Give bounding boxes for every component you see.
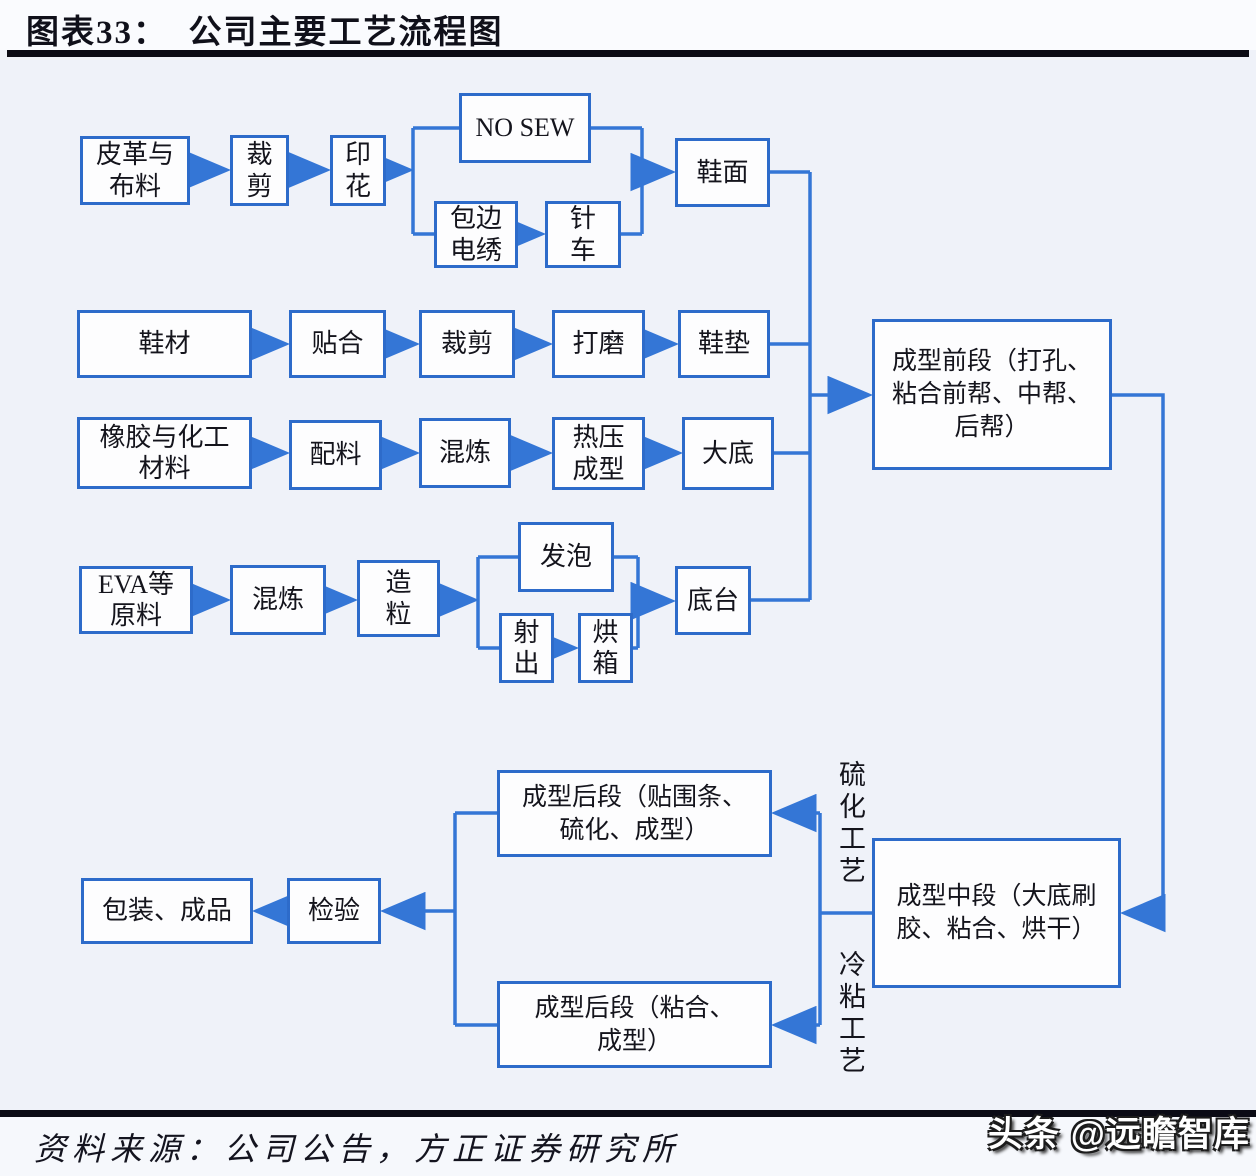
flow-node-print: 印花 xyxy=(330,135,386,206)
flow-node-nosew: NO SEW xyxy=(459,93,591,163)
flow-node-insole: 鞋垫 xyxy=(678,310,770,378)
flow-node-front-stage: 成型前段（打孔、粘合前帮、中帮、后帮） xyxy=(872,319,1112,470)
flow-node-ingredients: 配料 xyxy=(289,420,382,490)
flow-node-rear-stage-cold: 成型后段（粘合、成型） xyxy=(497,981,772,1068)
flow-node-packaging: 包装、成品 xyxy=(81,878,253,944)
flow-node-laminate: 贴合 xyxy=(289,310,386,378)
flow-node-granulate: 造粒 xyxy=(357,560,440,637)
flow-node-polish: 打磨 xyxy=(552,310,645,378)
flow-node-outsole: 大底 xyxy=(682,417,774,490)
cold-bond-process-label: 冷粘工艺 xyxy=(835,950,865,1078)
watermark-text: 头条 @远瞻智库 xyxy=(988,1115,1250,1154)
flow-node-rubber: 橡胶与化工材料 xyxy=(77,417,252,489)
flow-node-cut1: 裁剪 xyxy=(230,135,289,206)
flow-node-mid-stage: 成型中段（大底刷胶、粘合、烘干） xyxy=(872,838,1121,988)
flow-node-cut2: 裁剪 xyxy=(419,310,515,378)
flow-node-hot-press: 热压成型 xyxy=(552,417,645,490)
title-divider-rule xyxy=(7,50,1249,57)
flow-node-inspection: 检验 xyxy=(287,878,381,944)
flow-node-upper: 鞋面 xyxy=(675,138,770,207)
bottom-strip xyxy=(0,1117,1256,1176)
flow-node-edge-embroidery: 包边电绣 xyxy=(434,201,518,268)
flow-node-stitch: 针车 xyxy=(545,201,621,268)
flow-node-eva: EVA等原料 xyxy=(79,566,193,634)
figure-title: 图表33： 公司主要工艺流程图 xyxy=(26,15,504,51)
flow-node-mix2: 混炼 xyxy=(230,565,326,635)
title-strip xyxy=(0,0,1256,50)
flow-node-rear-stage-vulcanize: 成型后段（贴围条、硫化、成型） xyxy=(497,770,772,857)
flow-node-midsole: 底台 xyxy=(675,566,751,635)
flow-node-shoe-material: 鞋材 xyxy=(77,310,252,378)
vulcanize-process-label: 硫化工艺 xyxy=(835,760,865,888)
flow-node-inject: 射出 xyxy=(499,613,554,683)
source-note: 资料来源：公司公告，方正证券研究所 xyxy=(34,1131,681,1167)
bottom-divider-rule xyxy=(0,1110,1256,1117)
flow-node-oven: 烘箱 xyxy=(578,613,633,683)
flow-node-mix1: 混炼 xyxy=(419,418,511,488)
flow-node-foam: 发泡 xyxy=(518,522,614,592)
flow-node-leather: 皮革与布料 xyxy=(80,136,190,205)
